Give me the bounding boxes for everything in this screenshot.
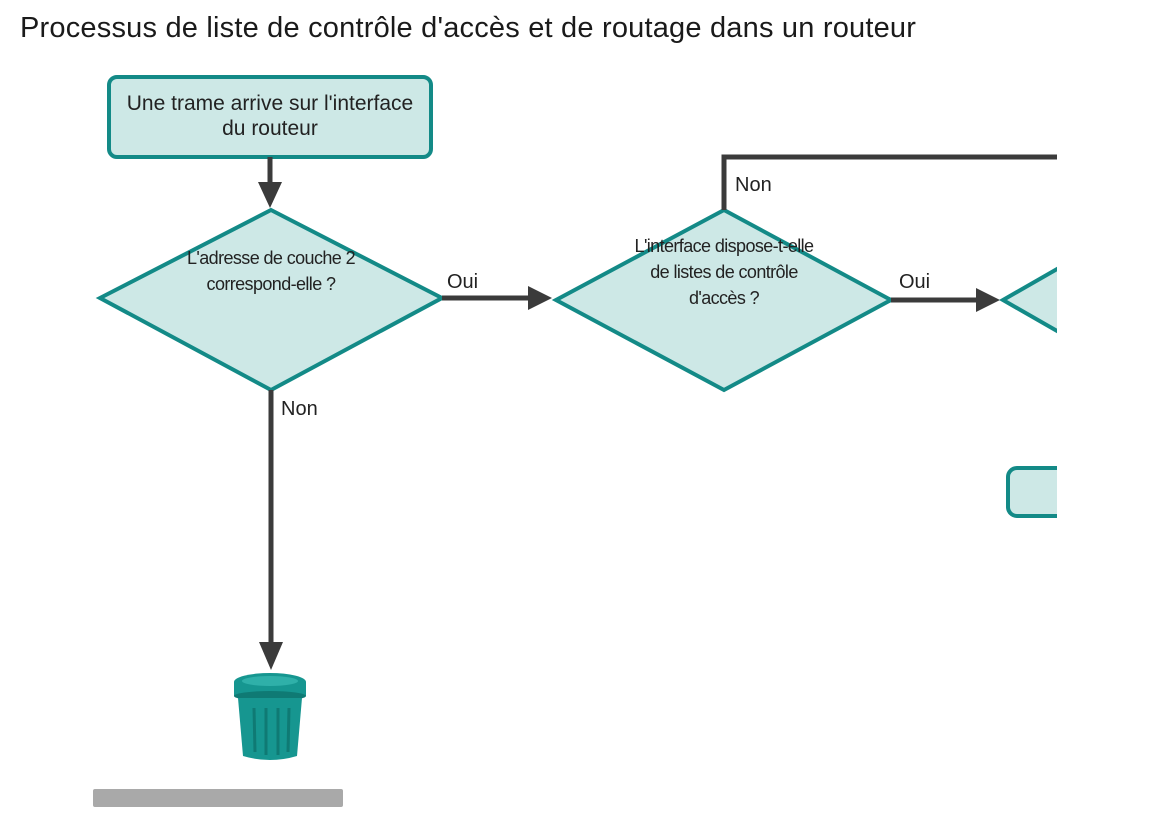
decision-acl-diamond — [551, 207, 896, 393]
edge-label-acl-no: Non — [735, 174, 772, 196]
edge-label-acl-yes: Oui — [899, 271, 931, 293]
decision-l2-diamond — [95, 207, 447, 393]
decision-acl-label: L'interface dispose-t-elle de listes de … — [634, 236, 815, 308]
edge-label-l2-no: Non — [281, 398, 318, 420]
decision-next-diamond-partial — [998, 266, 1057, 334]
diagram-title: Processus de liste de contrôle d'accès e… — [20, 12, 917, 44]
decision-l2-label: L'adresse de couche 2 correspond-elle ? — [187, 248, 356, 294]
box-next-partial — [1006, 466, 1057, 518]
start-box-label: Une trame arrive sur l'interface du rout… — [126, 92, 414, 140]
progress-track — [93, 789, 343, 807]
arrow-acl-no — [721, 154, 1057, 210]
trash-bin-icon — [234, 673, 306, 760]
edge-label-l2-yes: Oui — [447, 271, 479, 293]
